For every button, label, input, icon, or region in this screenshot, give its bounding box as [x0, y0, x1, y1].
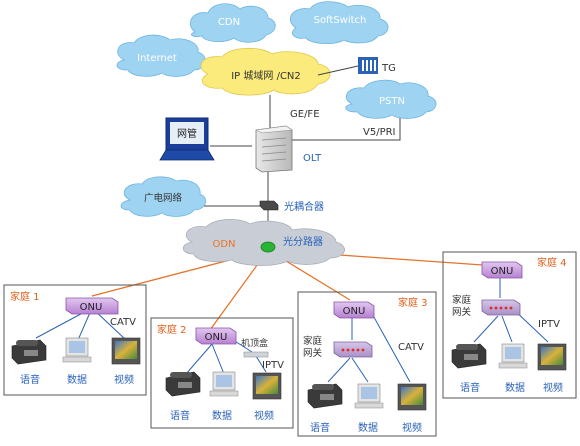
softswitch-label: SoftSwitch — [314, 15, 367, 26]
video-label: 视频 — [543, 381, 563, 394]
catv-label: CATV — [110, 317, 136, 328]
onu-label: ONU — [205, 332, 228, 343]
ip-network-cloud: IP 城域网 /CN2 — [200, 47, 331, 96]
data-label: 数据 — [358, 421, 378, 434]
computer-icon — [498, 343, 528, 369]
iptv-label: IPTV — [262, 360, 284, 371]
data-label: 数据 — [505, 381, 525, 394]
gateway-label-line2: 网关 — [303, 347, 323, 359]
home-1: 家庭 1 ONU CATV 语音 数据 视频 — [3, 284, 147, 396]
tg-label: TG — [381, 63, 396, 74]
stb-label: 机顶盒 — [241, 337, 268, 349]
olt-label: OLT — [303, 153, 322, 164]
computer-icon — [62, 337, 92, 363]
onu-device: ONU — [333, 301, 375, 319]
optical-coupler: 光耦合器 — [259, 200, 324, 213]
voice-label: 语音 — [310, 421, 330, 434]
internet-cloud: Internet — [116, 34, 206, 77]
iptv-label: IPTV — [538, 319, 560, 330]
pstn-cloud: PSTN — [345, 79, 437, 119]
ip-network-label: IP 城域网 /CN2 — [231, 69, 301, 82]
home-gateway-device — [481, 299, 521, 316]
pstn-label: PSTN — [379, 96, 405, 107]
coupler-label: 光耦合器 — [284, 200, 324, 213]
phone-icon — [165, 371, 201, 397]
cdn-label: CDN — [218, 17, 240, 28]
onu-device: ONU — [65, 297, 119, 315]
home-2-label: 家庭 2 — [157, 323, 187, 336]
catv-label: CATV — [398, 342, 424, 353]
voice-label: 语音 — [460, 381, 480, 394]
tv-icon — [252, 372, 282, 400]
onu-label: ONU — [343, 306, 366, 317]
phone-icon — [451, 343, 487, 369]
gateway-label-line1: 家庭 — [452, 294, 472, 306]
tg-gateway: TG — [317, 57, 396, 76]
olt-device: OLT — [255, 125, 322, 173]
set-top-box-icon — [243, 351, 269, 358]
onu-device: ONU — [195, 327, 237, 345]
phone-icon — [307, 383, 343, 409]
splitter-label: 光分路器 — [283, 235, 323, 248]
voice-label: 语音 — [170, 409, 190, 422]
home-gateway-device — [333, 341, 373, 358]
optical-splitter: 光分路器 — [260, 235, 323, 253]
tv-icon — [537, 343, 567, 371]
voice-label: 语音 — [20, 373, 40, 386]
nms-label: 网管 — [177, 127, 197, 140]
gateway-label-line1: 家庭 — [303, 335, 323, 347]
ge-fe-label: GE/FE — [290, 109, 320, 120]
computer-icon — [209, 371, 239, 397]
computer-icon — [354, 383, 384, 409]
gateway-label-line2: 网关 — [452, 306, 472, 318]
odn-label: ODN — [212, 239, 235, 250]
home-3: 家庭 3 ONU 家庭 网关 CATV — [297, 291, 437, 437]
tv-icon — [397, 383, 427, 411]
broadcast-cloud: 广电网络 — [120, 176, 207, 217]
onu-label: ONU — [80, 302, 103, 313]
internet-label: Internet — [137, 53, 177, 64]
video-label: 视频 — [254, 409, 274, 422]
home-4-label: 家庭 4 — [537, 256, 567, 269]
data-label: 数据 — [212, 409, 232, 422]
odn-cloud: ODN — [182, 219, 345, 266]
v5-pri-label: V5/PRI — [363, 127, 396, 138]
onu-device: ONU — [481, 261, 523, 279]
video-label: 视频 — [114, 373, 134, 386]
broadcast-label: 广电网络 — [144, 192, 183, 204]
home-4: 家庭 4 ONU 家庭 网关 IPTV — [442, 251, 577, 399]
home-2: 家庭 2 ONU 机顶盒 IPTV 语音 数据 视频 — [150, 317, 294, 429]
home-3-label: 家庭 3 — [398, 296, 428, 309]
home-1-label: 家庭 1 — [10, 290, 40, 303]
data-label: 数据 — [67, 373, 87, 386]
cdn-cloud: CDN — [190, 3, 276, 43]
tv-icon — [111, 337, 141, 365]
video-label: 视频 — [402, 421, 422, 434]
nms-computer: 网管 — [159, 117, 215, 161]
phone-icon — [11, 339, 47, 365]
onu-label: ONU — [491, 266, 514, 277]
softswitch-cloud: SoftSwitch — [290, 1, 389, 44]
